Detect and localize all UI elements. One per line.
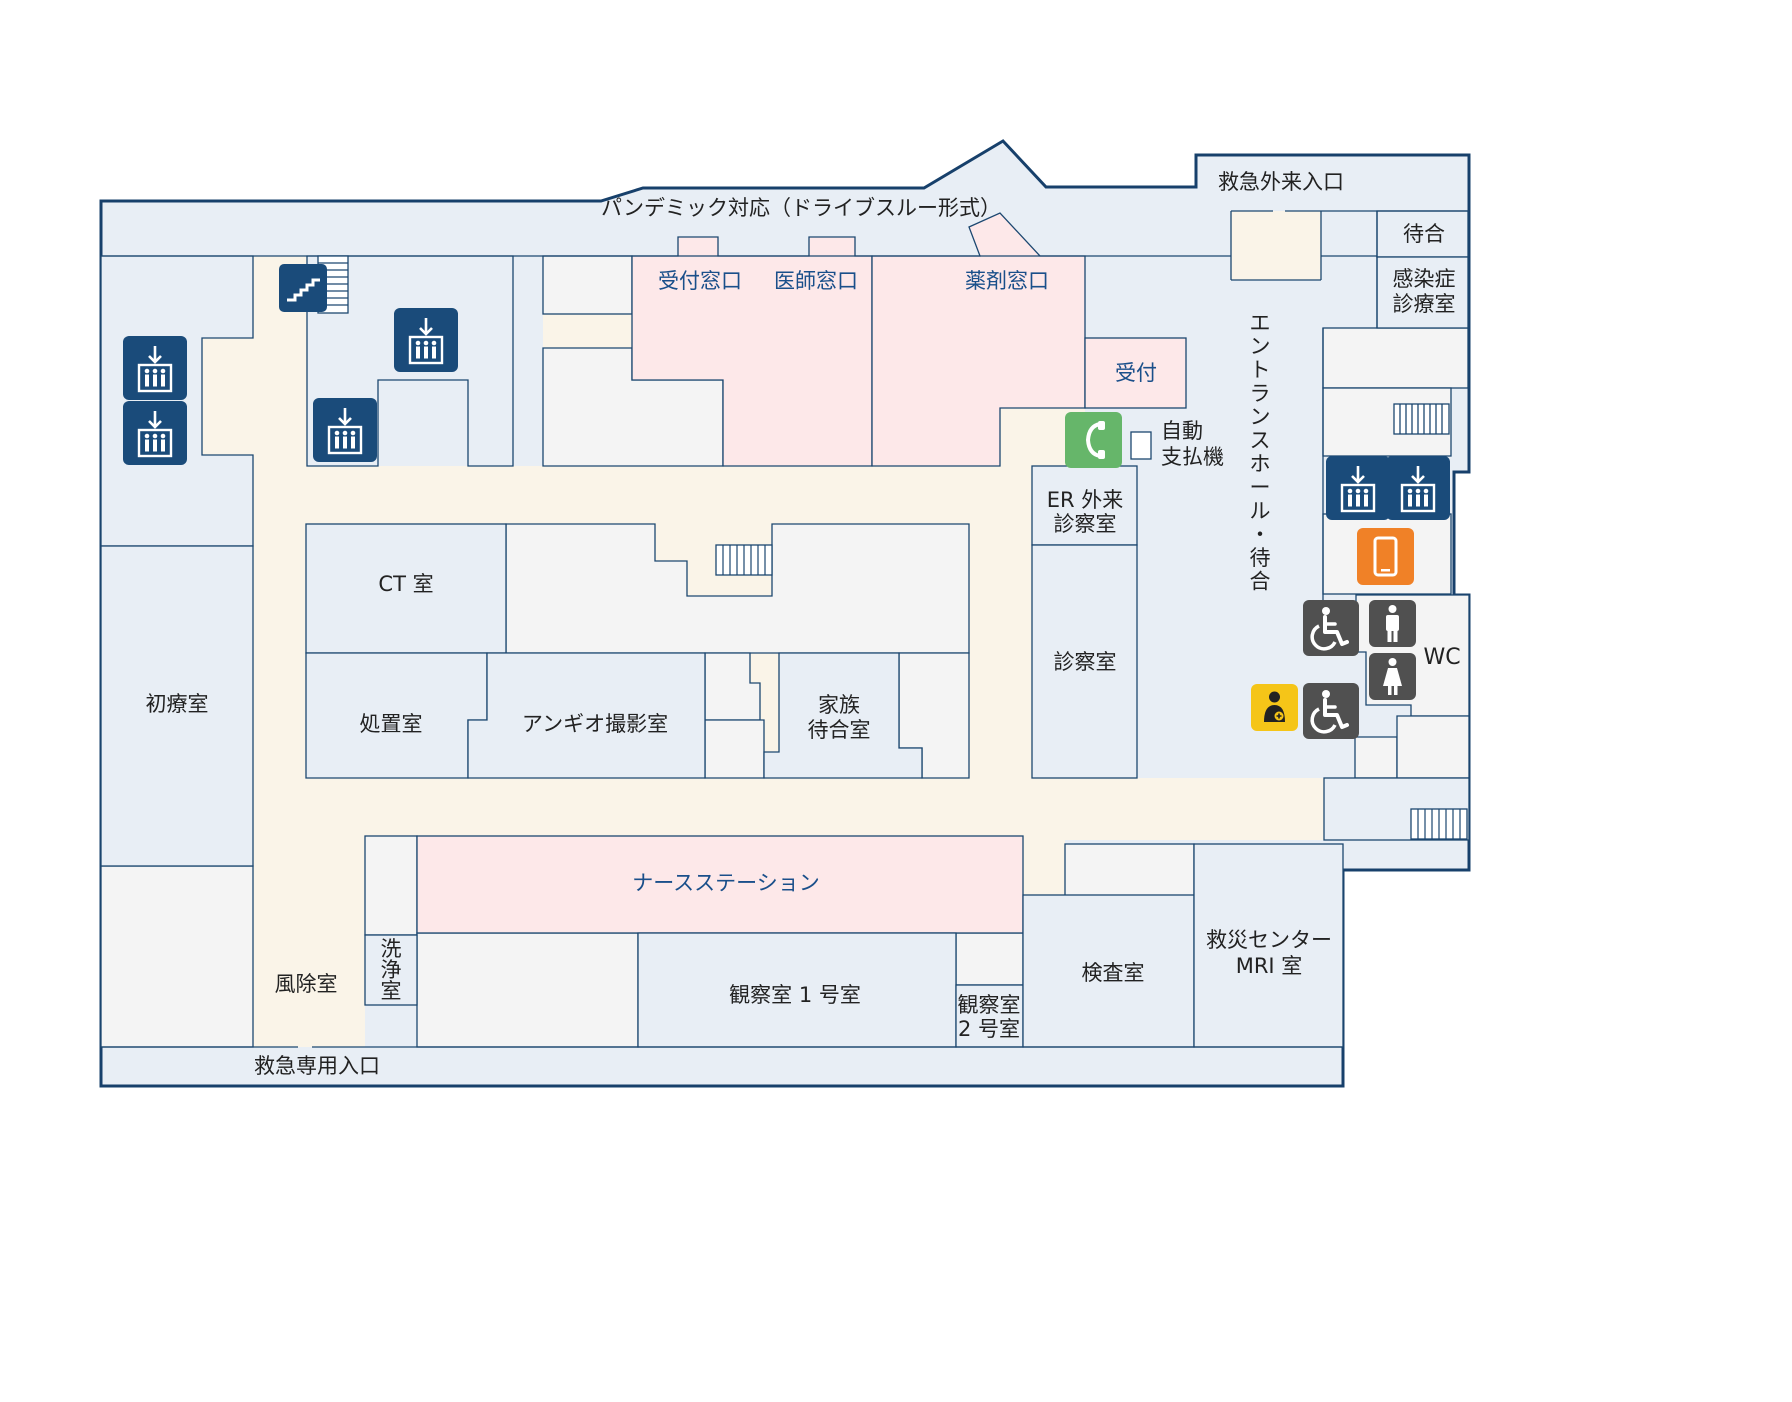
observation-room-2-label-2: 2 号室 [958,1017,1020,1041]
pandemic-drive-through-label: パンデミック対応（ドライブスルー形式） [601,196,1001,220]
stairs-icon [1393,403,1450,435]
treatment-room-label: 処置室 [360,712,423,736]
reception-label: 受付 [1115,361,1157,385]
observation-room-1-label: 観察室 1 号室 [729,983,861,1007]
stairs-icon [1410,808,1468,840]
service-rooms [100,255,1470,1048]
doctor-window-label: 医師窓口 [774,269,858,293]
exam-room-label: 診察室 [1054,650,1117,674]
family-waiting-label-2: 待合室 [808,718,871,742]
accessible-toilet-icon [1301,598,1361,658]
wash-room-label-3: 室 [381,979,402,1003]
er-only-entrance-label: 救急専用入口 [254,1054,380,1078]
payment-machine [1130,431,1152,460]
ostomate-icon [1251,684,1298,731]
er-entrance-label: 救急外来入口 [1218,170,1344,194]
er-exam-room-label: ER 外来 [1047,488,1124,512]
ct-room-label: CT 室 [378,572,433,596]
entrance-hall-label: エントランスホール・待合 [1250,311,1271,594]
elevator-icon [1324,454,1392,522]
infection-room-label-2: 診療室 [1393,292,1456,316]
vestibule-label: 風除室 [275,972,338,996]
elevator-icon [121,399,189,467]
wash-room-label: 洗 [381,937,402,961]
family-waiting-label: 家族 [818,693,860,717]
elevator-icon [392,306,460,374]
auto-payment-label-2: 支払機 [1161,445,1224,469]
stairs-icon [279,264,327,312]
elevator-icon [1384,454,1452,522]
waiting-label: 待合 [1403,222,1445,246]
auto-payment-label: 自動 [1161,419,1203,443]
counter-rooms [416,212,1187,934]
observation-room-2-label: 観察室 [958,993,1021,1017]
angio-room-label: アンギオ撮影室 [522,712,668,736]
wash-room-label-2: 浄 [381,958,402,982]
women-toilet-icon [1369,653,1416,700]
infection-room-label: 感染症 [1393,267,1456,291]
men-toilet-icon [1369,600,1416,647]
er-exam-room-label-2: 診察室 [1054,512,1117,536]
mri-room-label-2: MRI 室 [1236,954,1303,978]
reception-window-label: 受付窓口 [658,269,742,293]
elevator-icon [311,396,379,464]
elevator-icon [121,334,189,402]
stairs-icon [715,544,773,576]
mobile-phone-icon [1357,528,1414,585]
lab-room-label: 検査室 [1082,961,1145,985]
mri-room-label: 救災センター [1206,928,1332,952]
nurse-station-label: ナースステーション [632,871,820,895]
wc-label: WC [1423,645,1460,670]
blue-rooms [100,210,1470,1048]
payphone-icon [1065,412,1122,468]
accessible-toilet-icon [1301,681,1361,741]
first-aid-room-label: 初療室 [146,692,209,716]
pharmacy-window-label: 薬剤窓口 [965,269,1049,293]
